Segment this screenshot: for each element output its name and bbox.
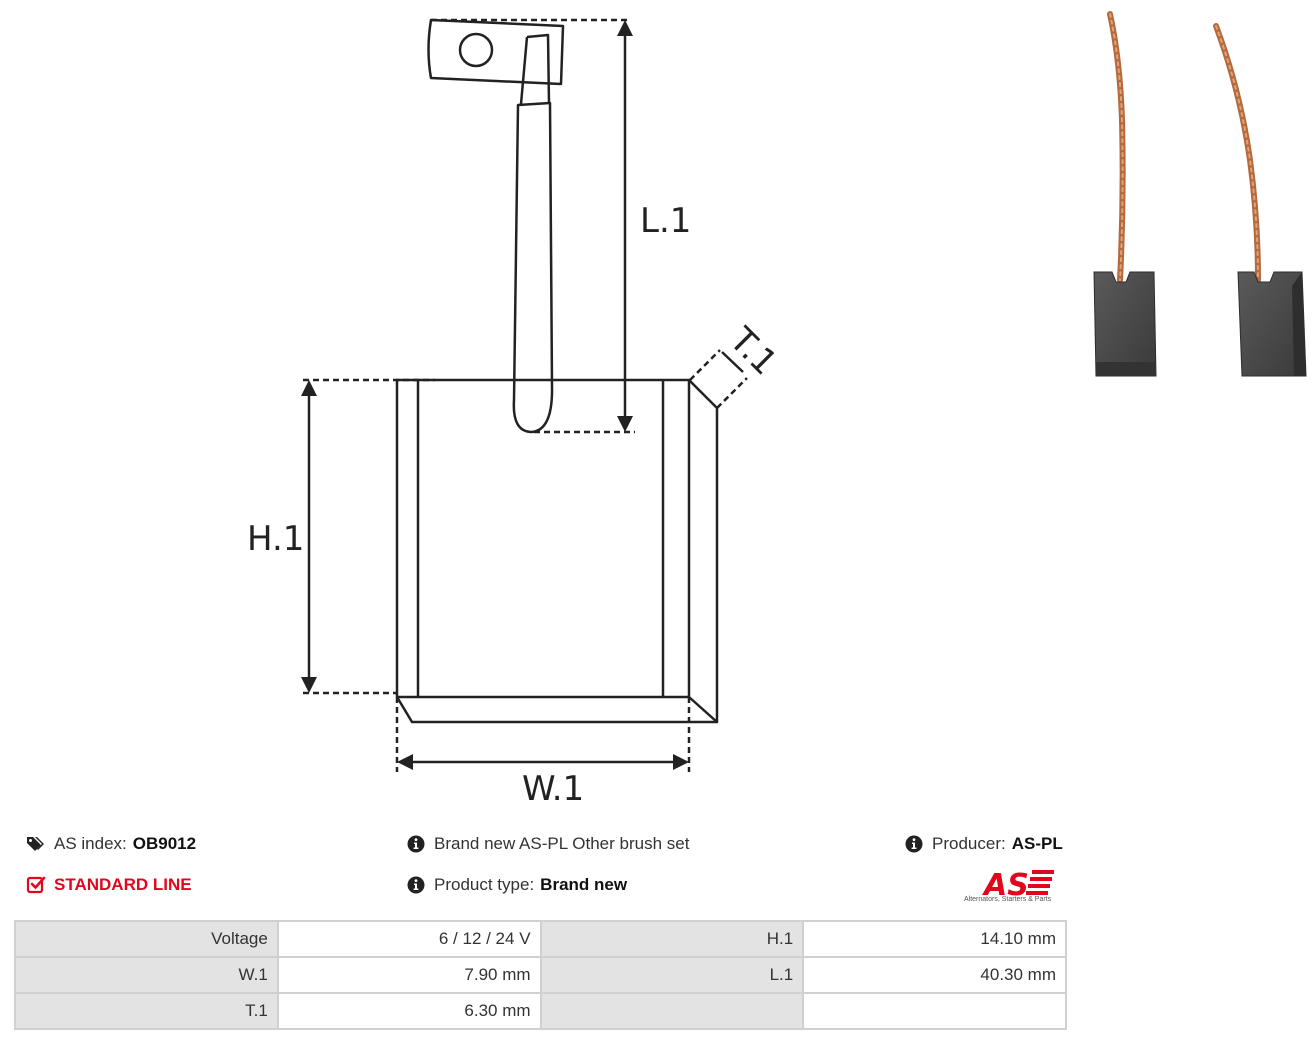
label-t1: T.1	[721, 319, 785, 383]
brush-front-face	[395, 378, 691, 699]
table-row: Voltage 6 / 12 / 24 V H.1 14.10 mm	[16, 922, 1065, 956]
terminal-lug	[427, 18, 565, 86]
description-text: Brand new AS-PL Other brush set	[434, 834, 690, 853]
lead-wire	[519, 33, 551, 105]
product-type-value: Brand new	[540, 875, 628, 894]
spec-key: Voltage	[16, 922, 277, 956]
spec-value: 14.10 mm	[804, 922, 1065, 956]
spec-value: 6 / 12 / 24 V	[278, 922, 540, 956]
terminal-hole	[458, 32, 494, 68]
spec-key: L.1	[541, 958, 803, 992]
brush-side-face	[688, 379, 719, 724]
spec-value	[804, 994, 1065, 1028]
producer-label: Producer:	[932, 834, 1006, 853]
label-l1: L.1	[640, 201, 691, 241]
logo-caption: Alternators, Starters & Parts	[964, 896, 1052, 903]
dimension-drawing: L.1 H.1 W.1 T.1	[247, 18, 785, 809]
producer: Producer: AS-PL	[904, 834, 1063, 854]
lead-shunt	[512, 101, 554, 434]
product-photo	[1093, 11, 1307, 377]
standard-line: STANDARD LINE	[26, 875, 192, 895]
check-square-icon	[26, 876, 46, 894]
description: Brand new AS-PL Other brush set	[406, 834, 695, 854]
as-index-label: AS index:	[54, 834, 127, 853]
standard-line-label: STANDARD LINE	[54, 875, 192, 894]
as-index: AS index: OB9012	[26, 834, 196, 854]
svg-text:AS: AS	[982, 868, 1029, 903]
spec-value: 7.90 mm	[278, 958, 540, 992]
spec-value: 6.30 mm	[278, 994, 540, 1028]
spec-value: 40.30 mm	[804, 958, 1065, 992]
spec-key: H.1	[541, 922, 803, 956]
specs-table: Voltage 6 / 12 / 24 V H.1 14.10 mm W.1 7…	[14, 920, 1067, 1030]
table-row: W.1 7.90 mm L.1 40.30 mm	[16, 958, 1065, 992]
brush-bottom-face	[395, 696, 717, 724]
spec-key	[541, 994, 803, 1028]
product-type-label: Product type:	[434, 875, 535, 894]
producer-value: AS-PL	[1011, 834, 1063, 853]
spec-key: W.1	[16, 958, 277, 992]
info-icon	[905, 835, 923, 853]
as-index-value: OB9012	[132, 834, 197, 853]
brush-photo-right	[1237, 271, 1307, 377]
info-icon	[407, 876, 425, 894]
spec-key: T.1	[16, 994, 277, 1028]
tags-icon	[27, 837, 44, 851]
product-type: Product type: Brand new	[406, 875, 627, 895]
as-pl-logo: AS	[982, 868, 1054, 903]
label-h1: H.1	[247, 519, 304, 559]
table-row: T.1 6.30 mm	[16, 994, 1065, 1028]
brush-photo-left	[1093, 271, 1157, 377]
info-icon	[407, 835, 425, 853]
label-w1: W.1	[522, 769, 584, 809]
